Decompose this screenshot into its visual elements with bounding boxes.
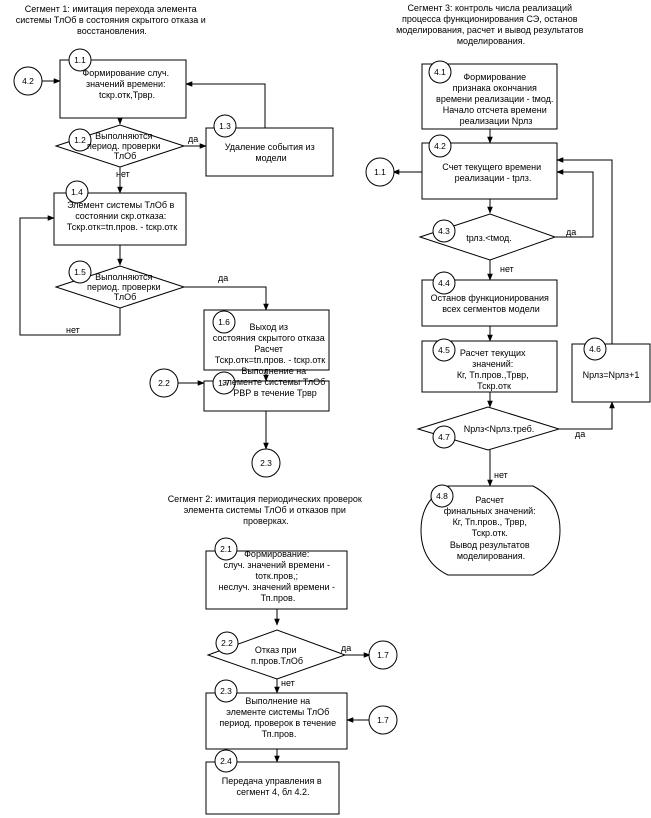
badge-4.5-label: 4.5 [438, 345, 450, 355]
terminal-4.8 [420, 485, 561, 576]
block-2.3-text: Выполнение на элементе системы ТлОб пери… [219, 696, 338, 739]
edge-label-1.5-yes: да [218, 273, 228, 283]
badge-1.6-label: 1.6 [218, 317, 230, 327]
badge-4.1-label: 4.1 [434, 67, 446, 77]
decision-1.5-text: Выполняются период. проверки ТлОб [87, 272, 163, 302]
badge-2.2-label: 2.2 [221, 638, 233, 648]
connector-4.2-circle [13, 66, 43, 96]
badge-2.2-circle [215, 631, 239, 655]
block-1.1-text: Формирование случ. значений времени: tск… [82, 68, 171, 100]
badge-4.3-circle [432, 219, 456, 243]
connector-2.3-circle [251, 448, 281, 478]
block-2.3 [205, 692, 348, 750]
edge-label-4.3-yes: да [566, 227, 576, 237]
decision-2.2-text: Отказ при п.пров.ТлОб [251, 645, 303, 666]
block-2.1-text: Формирование: случ. значений времени - t… [218, 549, 337, 603]
connector-2.2-label: 2.2 [158, 378, 170, 388]
badge-4.4-circle [432, 271, 456, 295]
block-1.4-text: Элемент системы ТлОб в состоянии скр.отк… [67, 200, 177, 232]
badge-1.5-label: 1.5 [74, 267, 86, 277]
edge-label-4.3-no: нет [500, 264, 514, 274]
edge-4.3-yes-to-4.2 [555, 169, 594, 238]
edge-label-2.2-yes: да [341, 643, 351, 653]
decision-4.3 [418, 213, 557, 261]
badge-1.3-circle [213, 114, 237, 138]
connector-1.7b-circle [368, 705, 398, 735]
edge-label-1.2-yes: да [188, 134, 198, 144]
edge-1.5-yes-to-1.6 [184, 286, 269, 311]
terminal-4.8-text: Расчет финальных значений: Кг, Тп.пров.,… [444, 495, 538, 561]
block-4.1-text: Формирование признака окончания времени … [436, 72, 556, 126]
connector-1.7a-label: 1.7 [377, 650, 389, 660]
badge-1.1-label: 1.1 [74, 55, 86, 65]
badge-1.7-circle [212, 371, 236, 395]
badge-4.8-circle [430, 484, 454, 508]
block-1.3-text: Удаление события из модели [225, 142, 317, 163]
connector-1.1-label: 1.1 [374, 167, 386, 177]
block-4.6-text: Nрлз=Nрлз+1 [583, 370, 640, 380]
edge-label-2.2-no: нет [281, 678, 295, 688]
segment-1-title: Сегмент 1: имитация перехода элемента си… [16, 4, 209, 36]
badge-1.4-circle [65, 180, 89, 204]
badge-4.8-label: 4.8 [436, 491, 448, 501]
connector-1.7a-circle [368, 640, 398, 670]
badge-4.2-circle [428, 134, 452, 158]
segment-3-title: Сегмент 3: контроль числа реализаций про… [396, 3, 586, 46]
block-2.4-text: Передача управления в сегмент 4, бл 4.2. [222, 776, 324, 797]
decision-1.2-text: Выполняются период. проверки ТлОб [87, 131, 163, 161]
badge-1.7-label: 1.7 [218, 378, 230, 388]
badge-2.4-circle [214, 749, 238, 773]
badge-2.3-circle [214, 679, 238, 703]
edge-1.5-no-to-1.4 [19, 215, 121, 336]
badge-4.3-label: 4.3 [438, 226, 450, 236]
badge-4.6-label: 4.6 [589, 344, 601, 354]
edge-label-4.7-no: нет [494, 470, 508, 480]
badge-1.2-circle [68, 128, 92, 152]
block-4.2-text: Счет текущего времени реализации - tрлз. [442, 162, 543, 183]
connector-2.3-label: 2.3 [260, 458, 272, 468]
segment-2-title: Сегмент 2: имитация периодических провер… [168, 494, 365, 526]
connector-1.1-circle [365, 157, 395, 187]
badge-1.2-label: 1.2 [74, 135, 86, 145]
edge-label-1.2-no: нет [116, 169, 130, 179]
edge-1.3-to-1.1 [185, 81, 266, 128]
badge-2.4-label: 2.4 [220, 756, 232, 766]
connector-2.2-circle [149, 368, 179, 398]
badge-1.5-circle [68, 260, 92, 284]
badge-4.5-circle [432, 338, 456, 362]
badge-1.1-circle [68, 48, 92, 72]
block-4.5 [421, 340, 558, 393]
badge-4.1-circle [428, 60, 452, 84]
badge-1.3-label: 1.3 [219, 121, 231, 131]
connector-1.7b-label: 1.7 [377, 715, 389, 725]
badge-2.1-circle [214, 537, 238, 561]
edge-label-1.5-no: нет [66, 325, 80, 335]
decision-4.3-text: tрлз.<tмод. [466, 233, 512, 243]
connector-4.2-label: 4.2 [22, 76, 34, 86]
badge-2.1-label: 2.1 [220, 544, 232, 554]
block-1.7-text: Выполнение на элементе системы ТлОб РВР … [222, 366, 328, 398]
badge-4.6-circle [583, 337, 607, 361]
badge-4.7-label: 4.7 [438, 432, 450, 442]
block-4.4-text: Останов функционирования всех сегментов … [431, 293, 552, 314]
badge-4.4-label: 4.4 [438, 278, 450, 288]
edge-4.6-to-4.2 [556, 157, 613, 344]
edge-label-4.7-yes: да [575, 429, 585, 439]
block-1.6 [203, 309, 330, 371]
decision-4.7-text: Nрлз<Nрлз.треб. [464, 424, 535, 434]
badge-4.2-label: 4.2 [434, 141, 446, 151]
badge-1.6-circle [212, 310, 236, 334]
badge-1.4-label: 1.4 [71, 187, 83, 197]
block-2.1 [205, 550, 348, 610]
edge-4.7-yes-to-4.6 [559, 401, 615, 430]
badge-2.3-label: 2.3 [220, 686, 232, 696]
block-1.6-text: Выход из состояния скрытого отказа Расче… [213, 322, 328, 365]
decision-2.2 [206, 629, 347, 680]
badge-4.7-circle [432, 425, 456, 449]
block-4.5-text: Расчет текущих значений: Кг, Тп.пров.,Тр… [457, 348, 531, 391]
